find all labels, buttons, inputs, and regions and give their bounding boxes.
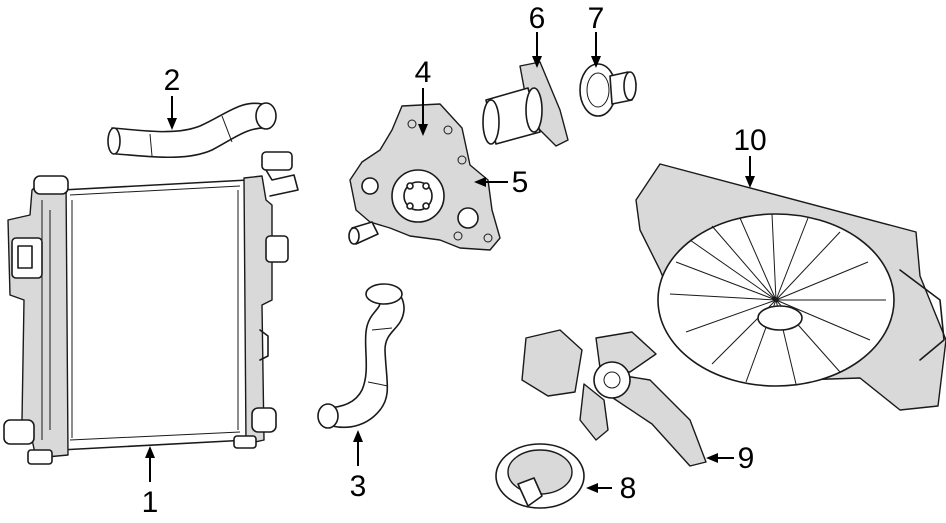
callout-3: 3 (350, 430, 367, 503)
callout-5: 5 (474, 166, 528, 199)
fan-clutch-part (495, 443, 585, 509)
callout-7: 7 (588, 2, 605, 68)
callout-8: 8 (586, 472, 636, 505)
upper-radiator-hose-part (107, 102, 277, 159)
callout-label-7: 7 (588, 2, 605, 35)
callout-label-9: 9 (738, 442, 755, 475)
callout-label-3: 3 (350, 470, 367, 503)
fan-shroud-part (635, 163, 946, 411)
thermostat-part (579, 63, 637, 117)
callout-label-2: 2 (164, 64, 181, 97)
callout-9: 9 (706, 442, 754, 475)
radiator-part (3, 151, 299, 465)
callout-label-10: 10 (733, 124, 766, 157)
callout-label-6: 6 (529, 2, 546, 35)
callout-label-8: 8 (620, 472, 637, 505)
fan-shroud-blades (669, 213, 886, 385)
callout-label-1: 1 (142, 486, 159, 519)
water-pump-part (348, 103, 501, 251)
callout-1: 1 (142, 446, 159, 519)
callout-label-4: 4 (415, 56, 432, 89)
callout-6: 6 (529, 2, 546, 68)
callout-10: 10 (733, 124, 767, 188)
callout-label-5: 5 (512, 166, 529, 199)
fan-blade-part (521, 329, 707, 467)
thermostat-housing-part (482, 61, 569, 147)
lower-radiator-hose-part (317, 283, 405, 429)
callout-4: 4 (415, 56, 432, 136)
callout-2: 2 (164, 64, 181, 130)
